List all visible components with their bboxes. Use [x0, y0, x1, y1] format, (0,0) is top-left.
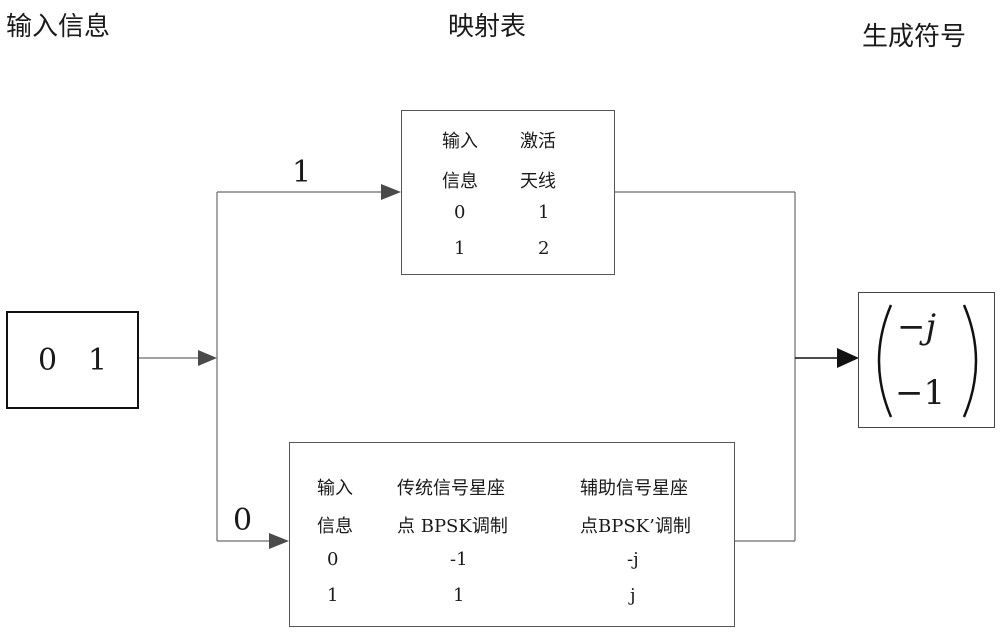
input-info-title: 输入信息 [6, 12, 111, 42]
input-bits-box: 0 1 [6, 311, 139, 409]
modulation-table-header-auxiliary-line1: 辅助信号星座 [580, 478, 688, 499]
antenna-table-header-input-line1: 输入 [442, 131, 478, 152]
antenna-table-header-antenna-line1: 激活 [520, 131, 556, 152]
output-vector-bottom: −1 [895, 373, 946, 413]
antenna-table-row2-value: 2 [538, 238, 550, 259]
upper-branch-arrowhead [381, 184, 401, 200]
antenna-table-row2-input: 1 [454, 238, 466, 259]
left-bracket [877, 304, 893, 418]
generated-symbol-title: 生成符号 [862, 22, 967, 52]
modulation-mapping-table: 输入 信息 传统信号星座 点 BPSK调制 辅助信号星座 点BPSK’调制 0 … [289, 442, 735, 627]
mapping-table-title: 映射表 [448, 12, 527, 42]
modulation-table-row1-traditional: -1 [450, 549, 468, 570]
right-bracket [962, 304, 978, 418]
upper-branch-label: 1 [292, 155, 312, 190]
modulation-table-header-traditional-line1: 传统信号星座 [397, 478, 505, 499]
lower-branch-arrowhead [269, 533, 289, 549]
output-arrowhead [837, 348, 859, 368]
antenna-table-header-antenna-line2: 天线 [520, 171, 556, 192]
antenna-mapping-table: 输入 信息 激活 天线 0 1 1 2 [401, 110, 615, 275]
antenna-table-row1-value: 1 [538, 202, 550, 223]
antenna-table-header-input-line2: 信息 [442, 171, 478, 192]
modulation-table-row2-traditional: 1 [453, 585, 465, 606]
modulation-table-header-traditional-line2: 点 BPSK调制 [397, 516, 508, 537]
antenna-table-row1-input: 0 [454, 202, 466, 223]
matrix-brackets [877, 304, 978, 418]
output-vector-top: −j [897, 307, 937, 347]
modulation-table-header-input-line2: 信息 [317, 516, 353, 537]
modulation-table-row2-auxiliary: j [630, 585, 636, 606]
input-bit-1: 1 [88, 343, 108, 378]
modulation-table-row2-input: 1 [327, 585, 339, 606]
modulation-table-row1-auxiliary: -j [627, 549, 639, 570]
input-bit-0: 0 [38, 343, 58, 378]
input-arrowhead [198, 350, 217, 366]
lower-branch-label: 0 [233, 503, 253, 538]
modulation-table-header-auxiliary-line2: 点BPSK’调制 [580, 516, 691, 537]
modulation-table-row1-input: 0 [327, 549, 339, 570]
output-symbol-box: −j −1 [858, 292, 995, 428]
modulation-table-header-input-line1: 输入 [317, 478, 353, 499]
